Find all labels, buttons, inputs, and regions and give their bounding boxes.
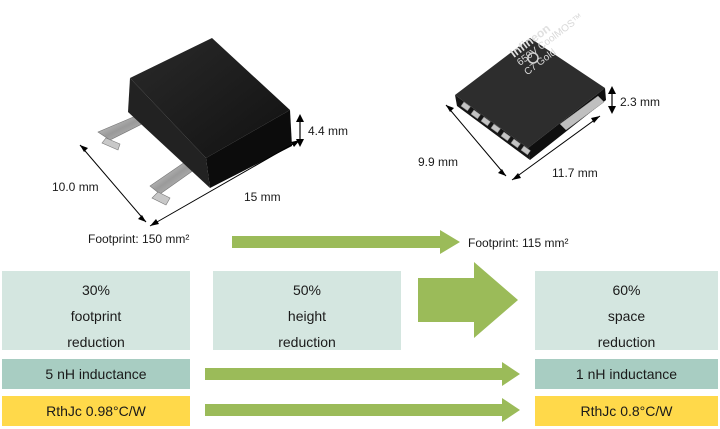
thermal-after-label: RthJc 0.8°C/W	[580, 403, 673, 419]
inductance-after-box: 1 nH inductance	[535, 359, 718, 389]
space-reduction-label: reduction	[597, 334, 656, 350]
inductance-arrow	[205, 362, 520, 386]
left-footprint-label: Footprint: 150 mm²	[88, 232, 190, 246]
height-reduction-box: 50% height reduction	[213, 271, 401, 350]
left-depth-dim: 10.0 mm	[52, 180, 99, 194]
thermal-after-box: RthJc 0.8°C/W	[535, 396, 718, 426]
space-reduction-percent: 60%	[612, 282, 641, 298]
footprint-reduction-word: footprint	[70, 308, 122, 324]
footprint-arrow	[232, 230, 460, 254]
footprint-reduction-label: reduction	[67, 334, 125, 350]
right-footprint-label: Footprint: 115 mm²	[468, 236, 569, 250]
right-width-dim: 11.7 mm	[552, 166, 598, 180]
left-width-dim: 15 mm	[244, 190, 281, 204]
height-reduction-word: height	[287, 308, 327, 324]
space-reduction-arrow	[418, 262, 518, 338]
inductance-before-label: 5 nH inductance	[45, 366, 147, 382]
thermal-before-label: RthJc 0.98°C/W	[46, 403, 146, 419]
arrows	[205, 230, 520, 422]
footprint-reduction-percent: 30%	[81, 282, 111, 298]
inductance-before-box: 5 nH inductance	[2, 359, 190, 389]
inductance-after-label: 1 nH inductance	[575, 366, 678, 382]
d2pak-package-image	[79, 38, 304, 227]
right-depth-dim: 9.9 mm	[418, 155, 459, 169]
right-height-dim: 2.3 mm	[620, 95, 661, 109]
toll-package-image	[445, 38, 616, 181]
height-reduction-label: reduction	[278, 334, 336, 350]
left-height-dim: 4.4 mm	[308, 124, 349, 138]
height-reduction-percent: 50%	[292, 282, 322, 298]
thermal-before-box: RthJc 0.98°C/W	[2, 396, 190, 426]
space-reduction-word: space	[607, 308, 646, 324]
footprint-reduction-box: 30% footprint reduction	[2, 271, 190, 350]
space-reduction-box: 60% space reduction	[535, 271, 718, 350]
thermal-arrow	[205, 398, 520, 422]
